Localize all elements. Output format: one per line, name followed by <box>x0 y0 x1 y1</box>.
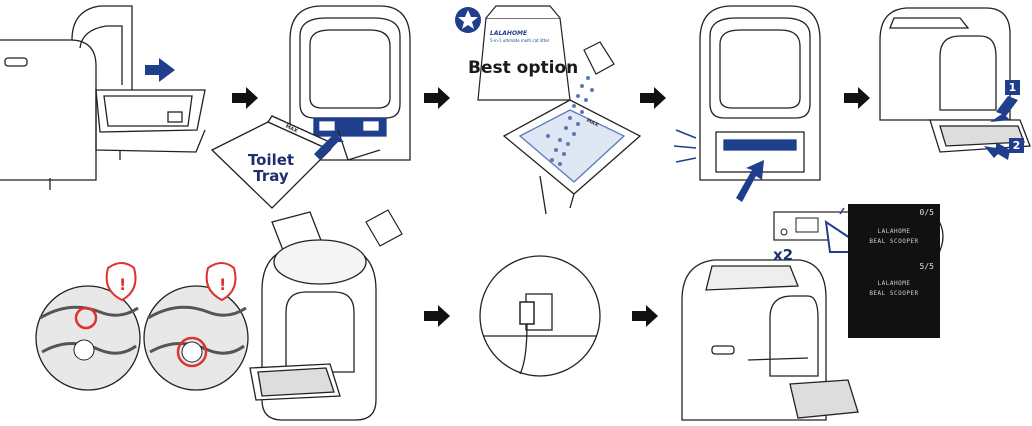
display-screen-before: 0/5 LALAHOME BEAL SCOOPER <box>848 204 940 259</box>
svg-text:!: ! <box>219 275 226 294</box>
press-count: x2 <box>773 246 793 264</box>
arrow-right-icon <box>424 305 450 327</box>
litter-tray-filled <box>504 100 640 214</box>
arrow-right-icon <box>424 87 450 109</box>
toilet-tray-label: Toilet Tray <box>236 152 306 184</box>
display-screen-after: 5/5 LALAHOME BEAL SCOOPER <box>848 258 940 338</box>
arrow-right-icon <box>640 87 666 109</box>
svg-text:!: ! <box>119 275 126 294</box>
litter-scoop <box>366 210 402 246</box>
arrow-right-icon <box>232 87 258 109</box>
plug-icon <box>480 256 600 376</box>
screen-model: BEAL SCOOPER <box>848 238 940 245</box>
sensor-check-circle <box>144 286 248 390</box>
arrow-right-icon <box>844 87 870 109</box>
screen-brand: LALAHOME <box>848 280 940 287</box>
package-subtitle: 5-in-1 ultimate multi cat litter <box>490 38 550 43</box>
motion-lines <box>674 130 696 162</box>
litter-box-top-open <box>250 212 376 420</box>
step1-litter-box <box>0 6 205 190</box>
cycle-count: 0/5 <box>920 208 934 217</box>
step4-front-view <box>700 6 820 180</box>
litter-scoop <box>584 42 614 74</box>
step-badge-2: 2 <box>1009 138 1024 153</box>
screen-brand: LALAHOME <box>848 228 940 235</box>
step-badge-1: 1 <box>1005 80 1020 95</box>
sensor-check-circle <box>36 286 140 390</box>
arrow-right-icon <box>632 305 658 327</box>
push-arrow-icon <box>990 96 1018 122</box>
cycle-count: 5/5 <box>920 262 934 271</box>
push-arrow-icon <box>736 160 764 202</box>
best-option-label: Best option <box>468 58 578 78</box>
star-icon <box>455 7 481 33</box>
final-litter-box <box>682 260 858 420</box>
litter-package <box>478 6 570 100</box>
package-brand: LALAHOME <box>490 30 527 37</box>
screen-model: BEAL SCOOPER <box>848 290 940 297</box>
arrow-right-icon <box>145 58 175 82</box>
